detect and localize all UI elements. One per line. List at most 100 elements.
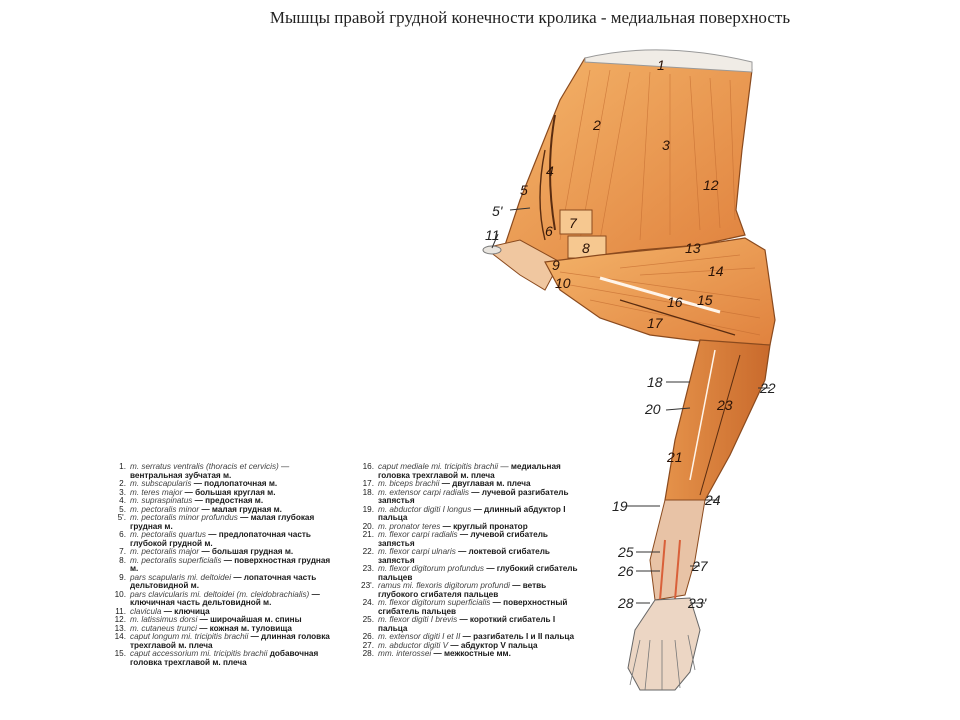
legend-item: 10.pars clavicularis mi. deltoidei (m. c…	[112, 589, 337, 608]
block-7	[559, 209, 593, 235]
legend-latin: m. pectoralis superficialis	[130, 555, 222, 565]
legend-text: mm. interossei — межкостные мм.	[378, 649, 585, 659]
legend-item: 23.m. flexor digitorum profundus — глубо…	[360, 564, 585, 582]
label-9: 9	[552, 257, 560, 273]
legend-number: 1.	[119, 462, 126, 471]
legend-russian: — короткий сгибатель I пальца	[378, 615, 556, 633]
legend-russian: — подлопаточная м.	[193, 479, 278, 488]
legend-text: caput longum mi. tricipitis brachii — дл…	[130, 632, 337, 650]
legend-number: 24.	[362, 598, 374, 607]
groove-line-5	[539, 149, 546, 241]
legend-text: m. biceps brachii — двуглавая м. плеча	[378, 479, 585, 489]
legend-text: m. pectoralis major — большая грудная м.	[130, 547, 337, 557]
legend-number: 8.	[119, 555, 126, 565]
legend-item: 17.m. biceps brachii — двуглавая м. плеч…	[360, 479, 585, 489]
legend-number: 9.	[119, 572, 126, 582]
legend-latin: m. flexor carpi ulnaris	[378, 547, 456, 556]
legend-text: m. serratus ventralis (thoracis et cervi…	[130, 462, 337, 480]
label-25: 25	[617, 544, 634, 560]
legend-russian: — длинный абдуктор I пальца	[378, 504, 566, 522]
legend-russian: — малая грудная м.	[201, 504, 282, 514]
legend-latin: m. flexor digitorum profundus	[378, 564, 485, 573]
legend-number: 19.	[362, 504, 374, 514]
legend-item: 27.m. abductor digiti V — абдуктор V пал…	[360, 640, 585, 651]
legend-russian: — предостная м.	[194, 496, 264, 505]
legend-text: caput mediale mi. tricipitis brachii — м…	[378, 462, 585, 480]
label-13: 13	[685, 240, 701, 256]
label-26: 26	[617, 563, 634, 579]
clavicle-end	[482, 245, 502, 255]
legend-item: 7. m. pectoralis major — большая грудная …	[112, 547, 337, 557]
label-17: 17	[647, 315, 664, 331]
legend-latin: m. flexor digitorum superficialis	[378, 598, 491, 607]
legend-item: 24. m. flexor digitorum superficialis — п…	[360, 598, 585, 616]
legend-latin: m. abductor digiti V	[378, 640, 449, 650]
label-18: 18	[647, 374, 663, 390]
legend-right-column: 16.caput mediale mi. tricipitis brachii …	[360, 462, 585, 659]
label-14: 14	[708, 263, 724, 279]
legend-latin: m. pronator teres	[378, 521, 441, 531]
paw	[627, 597, 701, 691]
legend-latin: m. cutaneus trunci	[130, 623, 197, 633]
legend-latin: mm. interossei	[378, 649, 432, 658]
legend-latin: m. latissimus dorsi	[130, 615, 198, 624]
label-5-prime: 5'	[492, 203, 504, 219]
legend-number: 7.	[119, 547, 126, 556]
legend-number: 12.	[114, 615, 126, 624]
legend-russian: — поверхностный сгибатель пальцев	[378, 598, 568, 616]
legend-text: m. flexor digiti I brevis — короткий сги…	[378, 615, 585, 633]
label-3: 3	[662, 137, 670, 153]
legend-left-column: 1. m. serratus ventralis (thoracis et cer…	[112, 462, 337, 667]
legend-item: 11.clavicula — ключица	[112, 606, 337, 617]
legend-russian: — двуглавая м. плеча	[441, 479, 531, 488]
legend-number: 11.	[115, 606, 126, 616]
legend-number: 21.	[362, 530, 374, 539]
legend-russian: — ключица	[163, 606, 210, 616]
legend-latin: m. supraspinatus	[130, 496, 193, 505]
legend-number: 2.	[119, 479, 126, 488]
legend-text: ramus mi. flexoris digitorum profundi — …	[378, 581, 585, 599]
legend-latin: m. extensor digiti I et II	[378, 632, 461, 641]
groove-line-4	[549, 114, 556, 231]
legend-russian: — предлопаточная часть глубокой грудной …	[130, 530, 311, 548]
paw-tendons	[659, 539, 681, 601]
legend-russian: — ключичная часть дельтовидной м.	[130, 589, 320, 607]
legend-number: 6.	[119, 530, 126, 539]
legend-latin: m. extensor carpi radialis	[378, 487, 470, 497]
legend-latin: m. pectoralis minor	[130, 504, 200, 514]
legend-russian: — глубокий сгибатель пальцев	[378, 564, 578, 582]
legend-latin: m. pectoralis major	[130, 547, 200, 556]
label-11: 11	[485, 227, 500, 243]
legend-number: 10.	[114, 589, 126, 599]
legend-text: m. flexor digitorum superficialis — пове…	[378, 598, 585, 616]
muscle-fibers-arm	[559, 254, 761, 336]
legend-text: m. supraspinatus — предостная м.	[130, 496, 337, 506]
scapula-cartilage-edge	[584, 49, 753, 73]
page-title: Мышцы правой грудной конечности кролика …	[0, 8, 960, 28]
legend-number: 4.	[119, 496, 126, 505]
legend-latin: pars scapularis mi. deltoidei	[130, 572, 232, 582]
legend-text: m. extensor carpi radialis — лучевой раз…	[378, 487, 585, 506]
label-28: 28	[617, 595, 634, 611]
legend-text: m. flexor carpi radialis — лучевой сгиба…	[378, 530, 585, 548]
legend-item: 1. m. serratus ventralis (thoracis et cer…	[112, 462, 337, 480]
label-12: 12	[703, 177, 719, 193]
legend-text: m. pectoralis quartus — предлопаточная ч…	[130, 530, 337, 548]
tendon-16	[599, 276, 721, 314]
legend-item: 22.m. flexor carpi ulnaris — локтевой сг…	[360, 547, 585, 565]
label-21: 21	[666, 449, 683, 465]
label-23-prime: 23'	[687, 595, 708, 611]
legend-number: 27.	[362, 640, 374, 650]
legend-number: 22.	[362, 547, 374, 556]
legend-item: 28.mm. interossei — межкостные мм.	[360, 649, 585, 659]
wrist	[649, 499, 706, 601]
legend-item: 12.m. latissimus dorsi — широчайшая м. с…	[112, 615, 337, 625]
legend-russian: вентральная зубчатая м.	[130, 470, 232, 480]
legend-number: 23'.	[361, 581, 374, 590]
label-1: 1	[657, 57, 665, 73]
label-24: 24	[704, 492, 721, 508]
legend-russian: добавочная головка трехглавой м. плеча	[130, 649, 319, 667]
legend-russian: — поверхностная грудная м.	[130, 555, 331, 573]
legend-russian: — большая круглая м.	[184, 487, 276, 497]
